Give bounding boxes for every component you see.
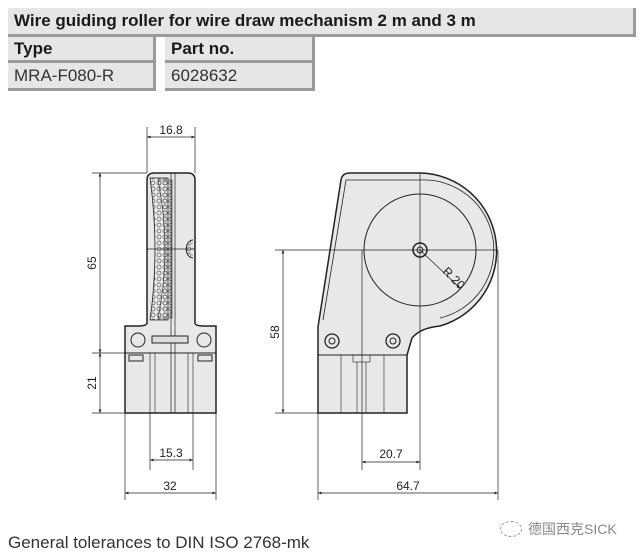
side-view	[317, 172, 498, 414]
dim-height-base: 21	[85, 376, 99, 390]
tolerance-note: General tolerances to DIN ISO 2768-mk	[8, 533, 310, 552]
watermark: 德国西克SICK	[500, 519, 617, 539]
front-dimensions	[92, 127, 217, 500]
side-dimensions	[275, 173, 499, 500]
wechat-icon	[500, 521, 522, 537]
dim-height-roller: 65	[85, 256, 99, 270]
table-title: Wire guiding roller for wire draw mechan…	[8, 8, 636, 37]
dim-width-base: 32	[163, 479, 177, 493]
column-header-part-no: Part no.	[165, 37, 315, 63]
screw-icon	[130, 332, 146, 348]
dim-hole-spacing: 15.3	[159, 446, 183, 460]
screw-icon	[385, 333, 401, 349]
dim-offset: 20.7	[379, 447, 403, 461]
dim-width: 64.7	[396, 479, 420, 493]
screw-icon	[196, 332, 212, 348]
watermark-text: 德国西克SICK	[528, 521, 617, 537]
front-view	[124, 172, 217, 414]
dim-height: 58	[268, 325, 282, 339]
screw-icon	[324, 333, 340, 349]
column-header-type: Type	[8, 37, 156, 63]
type-value: MRA-F080-R	[8, 63, 156, 91]
dim-width-top: 16.8	[159, 123, 183, 137]
part-no-value: 6028632	[165, 63, 315, 91]
